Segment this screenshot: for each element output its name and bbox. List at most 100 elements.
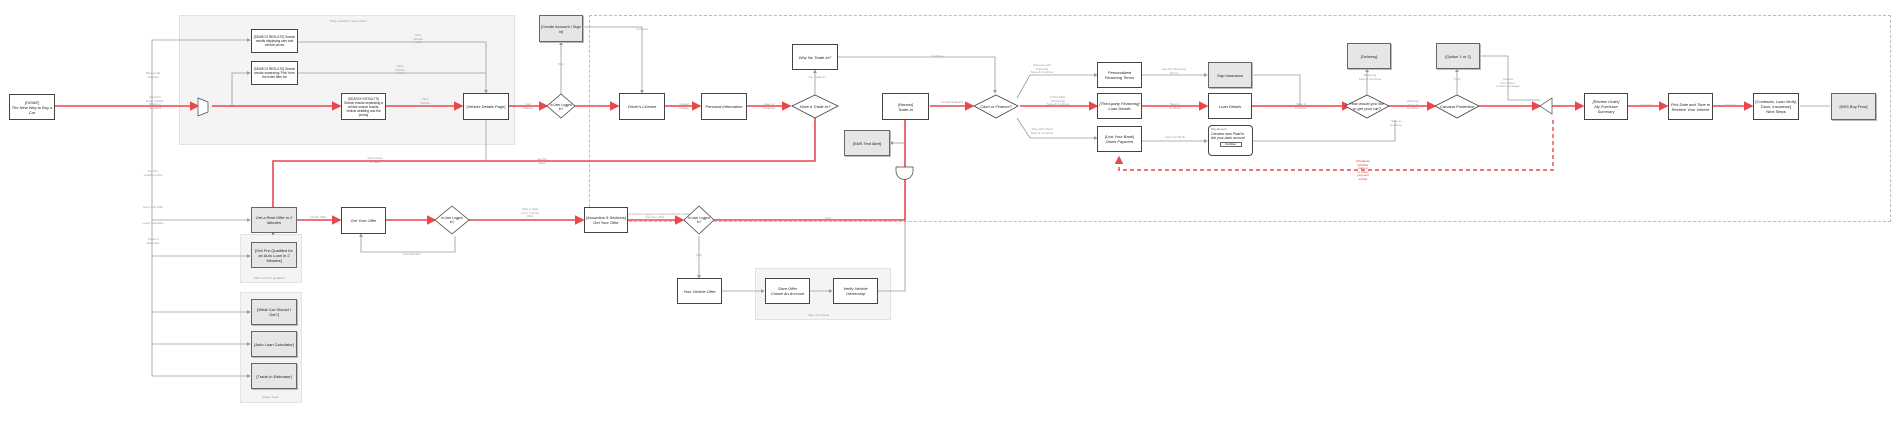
search-results-1: [SEARCH RESULTS] Search results displayi…	[251, 29, 298, 53]
trade-in-estimator-node: [Trade-In Estimator]	[251, 363, 297, 389]
label-third-party: [Third Party Financing] Save & Continue	[1046, 95, 1070, 107]
review-order-node: [Review Order] My Purchase Summary	[1584, 93, 1628, 120]
label-pick-up: [Pick up] Save & Continue	[1406, 99, 1419, 111]
region-shop-vehicles	[179, 15, 515, 145]
label-pay-cash: [Pay with Cash] Save & Continue	[1030, 127, 1054, 135]
label-link-bank: Link Your Bank	[1164, 135, 1185, 139]
decision-logged-in-1	[546, 93, 576, 119]
prequal-node: [Get Pre-Qualified for an Auto Loan in 2…	[251, 242, 297, 268]
logged-in-3-label: Is User Logged In?	[688, 215, 710, 224]
home-node: [HOME] The New Way to Buy a Car	[9, 94, 55, 120]
label-next-step: Next Step	[1640, 103, 1654, 107]
region-help-tools-label: Helper Tools	[262, 395, 279, 399]
edge-verify-up	[878, 183, 906, 292]
label-save-2: Save & Continue	[1168, 102, 1181, 110]
region-prequalified-label: Offer and Pre-Qualified	[254, 276, 285, 280]
search-results-3: [SEARCH RESULTS] Search results separati…	[341, 93, 386, 120]
edge-to-search2	[231, 71, 251, 106]
label-get-started: Get Started	[523, 102, 533, 110]
decision-logged-in-2	[434, 205, 470, 235]
save-offer-node: Save Offer Create An Account	[765, 278, 810, 304]
edge-cash-linkbank	[1016, 117, 1098, 140]
label-yes-1: [Yes]	[592, 104, 600, 108]
label-save-1: Save & Continue	[762, 102, 775, 110]
label-click-3: Click Vehicle result	[420, 97, 430, 109]
link-bank-node: [Link Your Bank] Down Payment	[1097, 126, 1142, 152]
decision-logged-in-3	[683, 205, 715, 235]
edge-offer-estimate	[359, 233, 456, 253]
label-yes-3: [Yes]	[1453, 77, 1461, 81]
merge-trapezoid-2	[1539, 97, 1553, 115]
logged-in-1-label: Is User Logged In?	[550, 102, 572, 111]
label-accept: Accept Selected Trade-In	[941, 100, 963, 108]
label-learn: Learn Calculate	[142, 221, 164, 225]
pay-account-text: Carvana uses Plaid to link your bank acc…	[1211, 132, 1245, 140]
get-your-offer-node: Get Your Offer	[341, 207, 386, 234]
edge-pay-back	[1253, 120, 1396, 142]
label-click-2: Click Vehicle result	[395, 64, 405, 76]
label-get-your-offer: Get Your Offer	[645, 215, 665, 219]
region-trade-note: The 'Best Offer' text must be logged in …	[605, 212, 691, 216]
vehicle-details-page: [Vehicle Details Page]	[463, 93, 509, 120]
edge-search1-vdp	[298, 41, 488, 94]
label-estimate: Get Estimate	[403, 252, 421, 256]
pay-account-node: Pay account Carvana uses Plaid to link y…	[1208, 125, 1253, 156]
create-account-node: [Create Account / Sign In]	[539, 15, 583, 42]
label-choose-protection: Choose from plans, confirm coverage	[1496, 77, 1520, 89]
edge-back-loop	[1114, 120, 1554, 171]
your-vehicle-offer-node: Your Vehicle Offer	[677, 278, 722, 304]
label-trade-estimator: Trade-In Estimator	[146, 237, 160, 245]
edge-login3-tradein	[714, 110, 910, 221]
merge-trapezoid-1	[197, 97, 209, 117]
drivers-license-node: Driver's License	[619, 93, 665, 120]
sms-text-node: [SMS Text Alert]	[844, 130, 890, 156]
third-party-financing-node: [Third-party Financing] Loan Details	[1097, 93, 1142, 119]
option-node: [Option 1 or 2]	[1436, 43, 1480, 69]
region-checkout	[589, 15, 1891, 222]
label-finance: [Finance with Carvana] Save & Continue	[1030, 63, 1054, 75]
edge-why-continue	[838, 56, 997, 94]
label-see-financing: See My Financing Terms	[1162, 67, 1187, 75]
label-upload: Upload Images	[679, 102, 689, 110]
edge-trade-loop	[268, 118, 816, 236]
label-click-trade: Click Trade In Value	[367, 156, 383, 164]
accordion-node: [Accordion 5 Sections] Get Your Offer	[584, 207, 628, 233]
pay-account-button[interactable]: Continue	[1219, 142, 1242, 147]
protection-label: Carvana Protection	[1439, 103, 1475, 109]
edge-create-license	[583, 26, 644, 94]
label-delivery-continue: [Delivery] Save & Continue	[1358, 73, 1382, 81]
decision-cash-or-finance	[973, 94, 1019, 119]
label-click-1: Click Vehicle result	[413, 33, 423, 45]
trade-in-node: [Honest] Trade-In	[882, 93, 929, 120]
label-save-3: Save & Continue	[1294, 102, 1307, 110]
label-car-offer: Get a Car Offer	[142, 205, 164, 209]
have-trade-in-label: Have a Trade-In?	[799, 103, 831, 109]
label-save-4: Save & Continue	[1389, 119, 1402, 127]
label-browse: Browse All Vehicles	[145, 71, 160, 79]
label-continue-end: Continue	[1724, 103, 1737, 107]
region-shop-vehicles-label: Shop Vehicles / View Offers	[330, 19, 367, 23]
label-no: [No]	[558, 62, 564, 66]
real-offer-node: Get a Real Offer in 2 Minutes	[251, 207, 297, 233]
decision-have-trade-in	[791, 94, 839, 119]
label-yes-2: [Yes]	[824, 216, 832, 220]
label-continue-top: Continue	[930, 54, 943, 58]
pick-date-node: Pick Date and Time to Receive Your Vehic…	[1668, 93, 1713, 120]
label-no-trade: No, Trade-In	[808, 75, 826, 79]
delivery-node: [Delivery]	[1347, 43, 1391, 69]
label-no-2: [No]	[696, 253, 702, 257]
personal-info-node: Personal Information	[701, 93, 747, 120]
why-trade-in-node: Why No Trade-In?	[792, 44, 838, 70]
get-car-label: How would you like to get your car?	[1349, 101, 1385, 111]
label-offer-submit: Offer a Valid Form, Get My Offer	[520, 207, 540, 219]
contracts-node: [Contracts, Loan Verify, Docs, Insurance…	[1753, 93, 1799, 120]
label-back-edit: [If balance left after trade-in or down …	[1356, 159, 1370, 181]
logged-in-2-label: Is User Logged In?	[441, 215, 463, 224]
nss-buy-flow-node: [NSS Buy Flow]	[1831, 93, 1876, 120]
what-car-node: [What Car Should I Get?]	[251, 299, 297, 325]
personalized-financing-node: Personalized Financing Terms	[1097, 62, 1142, 88]
loan-details-node: Loan Details	[1208, 93, 1252, 119]
decision-protection	[1434, 94, 1480, 119]
verify-ownership-node: Verify Vehicle Ownership	[833, 278, 878, 304]
